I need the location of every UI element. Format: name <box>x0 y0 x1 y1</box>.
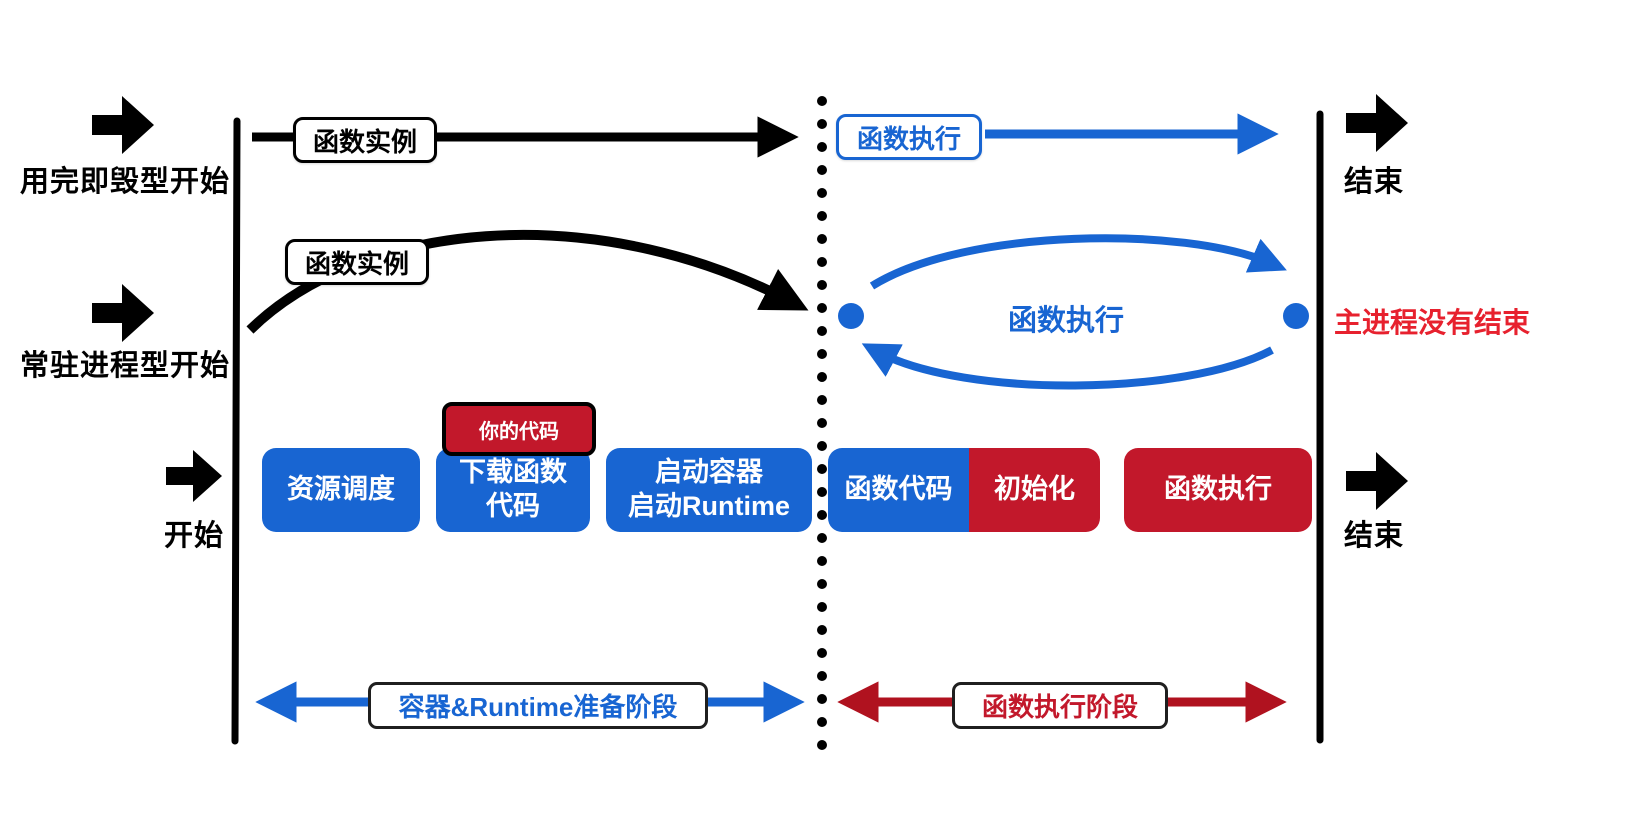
row2-start-arrow-icon <box>92 284 154 342</box>
row1-end-arrow-icon <box>1346 94 1408 152</box>
row2-instance-curve-arrow <box>246 229 809 334</box>
label-start: 开始 <box>164 520 225 552</box>
exec-phase-tag: 函数执行阶段 <box>952 682 1168 729</box>
timeline-start-line <box>231 117 241 745</box>
label-resident-type-start: 常驻进程型开始 <box>20 350 231 382</box>
row3-end-arrow-icon <box>1346 452 1408 510</box>
execution-loop-bottom-arrow <box>861 343 1274 390</box>
row2-instance-tag: 函数实例 <box>285 239 429 285</box>
label-destroy-type-start: 用完即毁型开始 <box>20 166 231 198</box>
your-code-badge: 你的代码 <box>442 402 596 456</box>
row3-start-arrow-icon <box>166 450 222 502</box>
row2-execution-label: 函数执行 <box>1008 305 1125 337</box>
prep-phase-tag: 容器&Runtime准备阶段 <box>368 682 708 729</box>
label-end-row1: 结束 <box>1344 166 1405 198</box>
execution-loop-top-arrow <box>869 234 1287 290</box>
loop-right-dot <box>1283 303 1309 329</box>
block-function-code: 函数代码 <box>828 448 969 532</box>
row1-start-arrow-icon <box>92 96 154 154</box>
block-function-execution: 函数执行 <box>1124 448 1312 532</box>
block-download-code: 下载函数 代码 <box>436 448 590 532</box>
loop-left-dot <box>838 303 864 329</box>
row1-execution-tag: 函数执行 <box>836 114 982 160</box>
main-process-note: 主进程没有结束 <box>1334 307 1531 338</box>
row1-instance-tag: 函数实例 <box>293 117 437 163</box>
block-resource-scheduling: 资源调度 <box>262 448 420 532</box>
block-start-container-runtime: 启动容器 启动Runtime <box>606 448 812 532</box>
block-initialization: 初始化 <box>969 448 1100 532</box>
label-end-row3: 结束 <box>1344 520 1405 552</box>
